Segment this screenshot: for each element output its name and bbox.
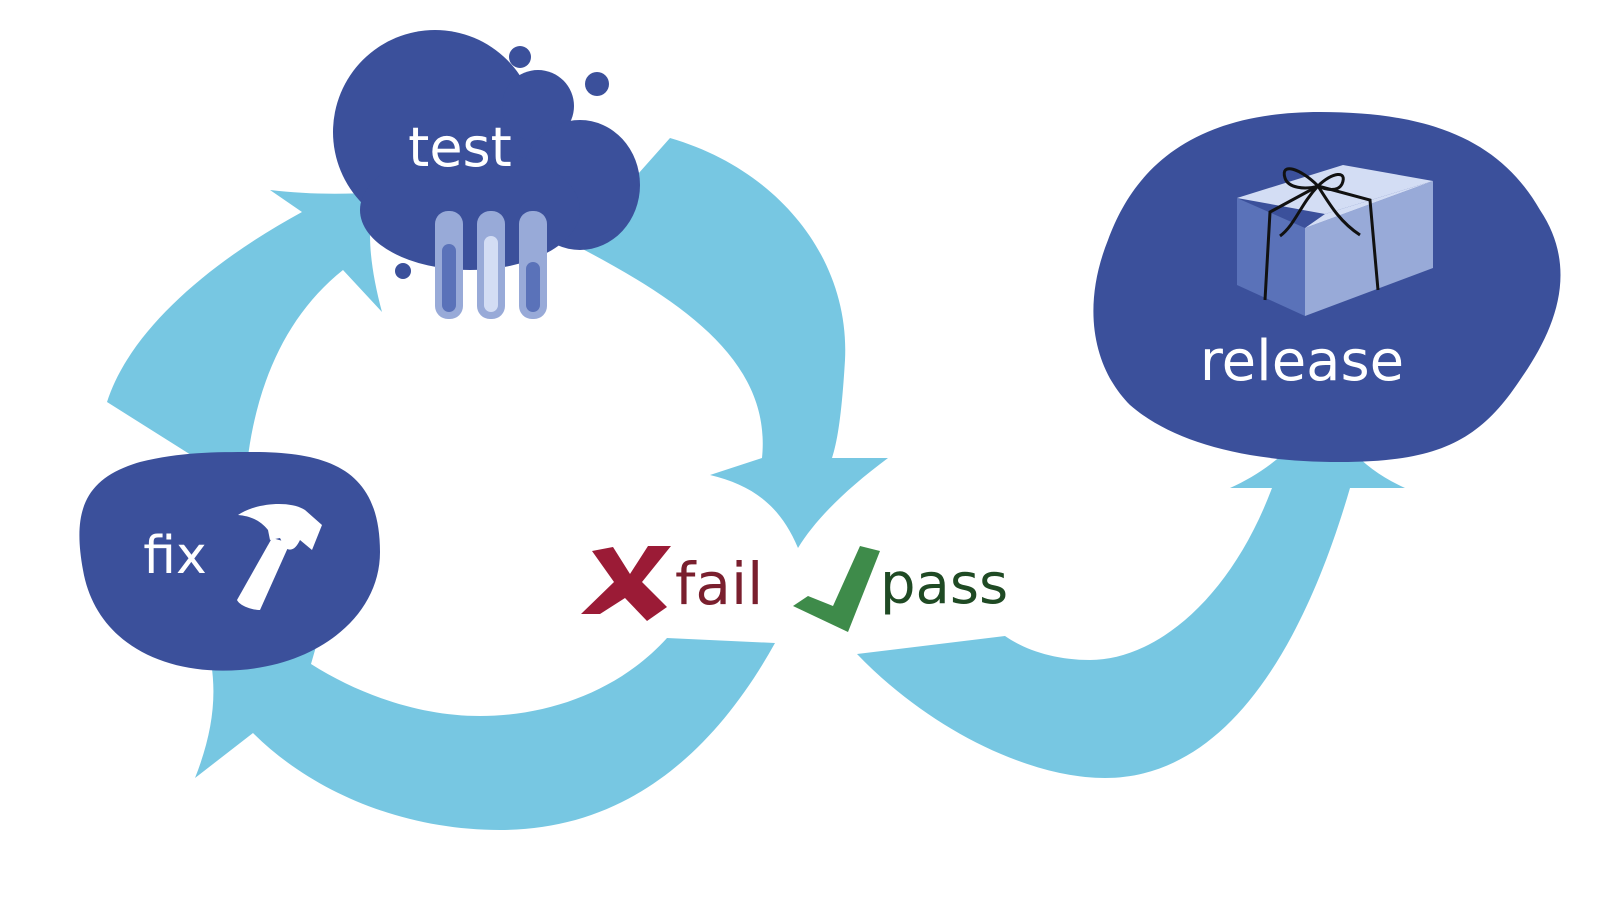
gift-ribbon — [1263, 167, 1380, 301]
fix-label: fix — [143, 526, 207, 586]
fix-node: fix — [79, 452, 380, 671]
test-tubes-icon — [435, 211, 547, 319]
hammer-icon — [237, 503, 322, 610]
cross-mark-icon — [581, 546, 671, 621]
fail-label: fail — [675, 550, 763, 618]
pass-label: pass — [880, 552, 1008, 617]
pass-outcome: pass — [793, 546, 1008, 632]
bubble-top — [509, 46, 531, 68]
fix-blob-shape — [79, 452, 380, 671]
test-tube-3 — [519, 211, 547, 319]
test-tube-1 — [435, 211, 463, 319]
test-label: test — [408, 116, 512, 179]
flow-arrows — [107, 138, 1405, 830]
release-node: release — [1093, 112, 1561, 462]
arrow-pass-to-release — [857, 402, 1405, 778]
fail-outcome: fail — [581, 546, 763, 621]
arrow-test-to-outcome — [575, 138, 888, 548]
gift-box-icon — [1237, 165, 1433, 316]
bubble-large — [585, 72, 609, 96]
test-tube-2 — [477, 211, 505, 319]
arrow-fix-to-test — [107, 190, 382, 489]
check-mark-icon — [793, 546, 880, 632]
bubble-small — [395, 263, 411, 279]
test-node: test — [333, 30, 640, 319]
arrow-fail-to-fix — [195, 605, 775, 830]
release-label: release — [1200, 329, 1404, 394]
